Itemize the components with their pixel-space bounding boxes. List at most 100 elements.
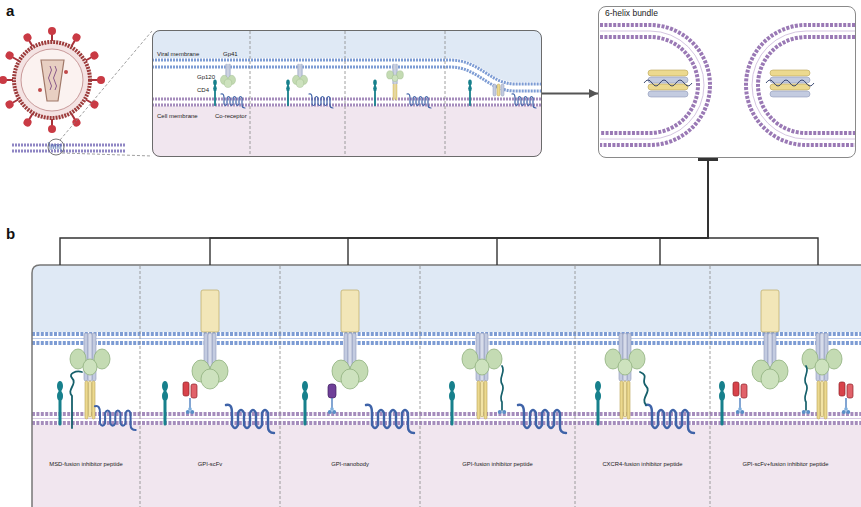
- panel-letter: a: [6, 3, 14, 18]
- gp41-block: [761, 290, 779, 332]
- cd4: [449, 381, 455, 424]
- membrane-tails: [32, 418, 861, 419]
- co-receptor: [366, 405, 414, 433]
- viral-membrane: [152, 67, 542, 91]
- six-helix-bundle: [644, 70, 692, 97]
- cell-side: [152, 106, 542, 157]
- spike: [91, 76, 105, 84]
- strategy-label: GPI-scFv+fusion inhibitor peptide: [710, 461, 861, 468]
- gpi-scfv: [183, 382, 197, 414]
- cxcr4-peptide: [640, 372, 648, 405]
- strategy-label: GPI-fusion inhibitor peptide: [420, 461, 575, 468]
- divider: [445, 31, 446, 156]
- cell-membrane: [152, 104, 542, 107]
- divider: [575, 266, 576, 507]
- viral-side: [152, 30, 542, 82]
- prehairpin-intermediate: [605, 333, 645, 419]
- membrane-leaflet: [746, 25, 855, 145]
- co-receptor: [512, 94, 536, 108]
- gp41-block: [201, 290, 219, 332]
- spike: [4, 50, 20, 64]
- gpi-nanobody: [328, 384, 336, 414]
- inhibition-connector: [497, 158, 708, 265]
- virus-enzyme: [64, 70, 68, 74]
- membrane-tails: [600, 31, 704, 139]
- protein-label: CD4: [197, 87, 209, 94]
- prehairpin-intermediate: [802, 333, 842, 419]
- inhibition-connector: [210, 158, 708, 265]
- zoom-line: [62, 153, 152, 156]
- six-helix-bundle-small: [493, 84, 504, 96]
- cell-membrane: [152, 98, 542, 101]
- zoom-circle: [48, 139, 64, 155]
- cxcr4: [646, 405, 694, 433]
- strategy-label: CXCR4-fusion inhibitor peptide: [575, 461, 710, 468]
- prehairpin-intermediate: [462, 333, 502, 419]
- cd4: [162, 381, 168, 424]
- spike: [68, 32, 82, 48]
- membrane-label: Viral membrane: [157, 51, 199, 58]
- spike: [48, 119, 56, 133]
- cd4: [286, 79, 290, 105]
- cell-membrane-small: [12, 144, 125, 147]
- inset-illustration: [152, 30, 542, 157]
- virus-enzyme: [38, 88, 42, 92]
- virus-capsid: [41, 60, 64, 101]
- viral-membrane: [32, 332, 861, 336]
- strategy-column: GPI-scFv+fusion inhibitor peptide: [710, 265, 861, 507]
- fusion-pore-illustration: [600, 25, 855, 145]
- strategy-column: MSD-fusion inhibitor peptide: [32, 265, 140, 507]
- membrane-tails: [752, 31, 855, 139]
- divider: [250, 31, 251, 156]
- gpi-scfv: [839, 382, 853, 414]
- strategy-column: GPI-scFv: [140, 265, 280, 507]
- envelope-trimer: [220, 64, 235, 88]
- msd-peptide: [70, 371, 82, 428]
- co-receptor: [309, 94, 333, 108]
- inhibition-connector: [348, 158, 708, 265]
- prehairpin-intermediate: [70, 333, 110, 419]
- gpi-peptide: [802, 366, 810, 414]
- co-receptor-small: [48, 143, 62, 152]
- cell-membrane-small: [12, 150, 125, 153]
- inhibition-connector: [660, 158, 708, 265]
- envelope-trimer: [192, 333, 228, 389]
- divider: [420, 266, 421, 507]
- panel-letter: b: [6, 226, 15, 241]
- cd4: [468, 79, 472, 105]
- divider: [345, 31, 346, 156]
- protein-label: Gp120: [197, 74, 215, 81]
- cd4: [595, 381, 601, 424]
- strategy-label: MSD-fusion inhibitor peptide: [32, 461, 140, 468]
- membrane-leaflet: [758, 37, 855, 133]
- envelope-trimer: [332, 333, 368, 389]
- strategies-illustration: [32, 265, 861, 507]
- envelope-trimer: [752, 333, 788, 389]
- viral-side: [32, 265, 861, 332]
- inhibition-connector: [60, 158, 708, 265]
- divider: [280, 266, 281, 507]
- cd4: [57, 381, 63, 424]
- inhibition-connector: [708, 158, 818, 265]
- membrane-tails: [32, 338, 861, 339]
- cell-side: [32, 425, 861, 507]
- strategy-label: GPI-scFv: [140, 461, 280, 468]
- cell-membrane: [32, 421, 861, 425]
- co-receptor: [221, 94, 245, 108]
- membrane-label: Cell membrane: [157, 113, 198, 120]
- flow-arrow: [542, 93, 598, 95]
- gp41-block: [341, 290, 359, 332]
- six-helix-bundle: [766, 70, 814, 97]
- co-receptor: [407, 94, 431, 108]
- cd4: [302, 381, 308, 424]
- viral-rna: [49, 66, 57, 90]
- zoom-line: [60, 31, 152, 140]
- protein-label: Gp41: [223, 51, 238, 58]
- strategy-column: CXCR4-fusion inhibitor peptide: [575, 265, 710, 507]
- spike: [48, 27, 56, 41]
- strategy-label: GPI-nanobody: [280, 461, 420, 468]
- co-receptor: [95, 406, 136, 430]
